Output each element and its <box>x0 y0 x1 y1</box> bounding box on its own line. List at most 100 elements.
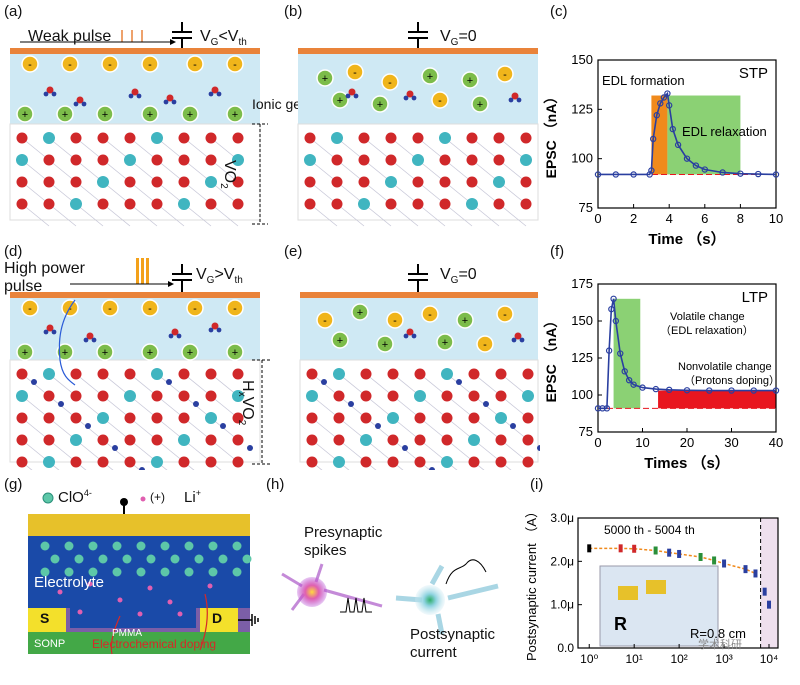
oxygen-atom <box>97 198 109 210</box>
ion-sign: - <box>28 59 32 71</box>
oxygen-atom <box>304 198 316 210</box>
hx-text: H <box>239 380 256 392</box>
oxygen-atom <box>306 412 318 424</box>
vanadium-atom <box>205 176 217 188</box>
ion-sign: + <box>427 71 433 83</box>
anion-icon <box>21 299 39 317</box>
y-tick-label: 1.0μ <box>550 598 574 612</box>
vanadium-atom <box>178 434 190 446</box>
gate-terminal-icon <box>120 498 128 506</box>
lattice-bond <box>210 395 239 419</box>
clo4-ion <box>136 567 146 577</box>
water-h <box>128 93 134 99</box>
lattice-bond <box>417 203 446 227</box>
water-h <box>511 337 517 343</box>
panel-letter-d: (d) <box>4 243 23 260</box>
vanadium-atom <box>493 176 505 188</box>
gate-electrode <box>10 48 260 54</box>
lattice-bond <box>48 395 77 419</box>
clo4-ion <box>74 554 84 564</box>
lattice-bond <box>338 439 367 463</box>
water-h <box>168 333 174 339</box>
oxygen-atom <box>43 176 55 188</box>
lattice-bond <box>21 203 50 227</box>
panel-b: +--++-++-+ (b) VG=0 <box>280 0 540 230</box>
anion-icon <box>381 73 399 91</box>
oxygen-atom <box>178 390 190 402</box>
pre-line2: spikes <box>304 542 347 559</box>
cation-icon <box>351 303 369 321</box>
oxygen-atom <box>205 368 217 380</box>
oxygen-atom <box>151 176 163 188</box>
oxygen-atom <box>124 456 136 468</box>
oxygen-atom <box>205 434 217 446</box>
device-photo-inset <box>599 565 719 647</box>
cation-icon <box>331 331 349 349</box>
oxygen-atom <box>414 412 426 424</box>
oxygen-atom <box>358 176 370 188</box>
drain-label: D <box>212 610 223 626</box>
vanadium-atom <box>360 434 372 446</box>
data-point <box>612 171 620 178</box>
vanadium-atom <box>16 154 28 166</box>
data-point <box>665 102 673 109</box>
gate-sub: G <box>206 275 215 287</box>
clo4-ion <box>184 541 194 551</box>
anion-icon <box>346 63 364 81</box>
edl-formation-label: EDL formation <box>602 73 685 88</box>
lattice-bond <box>75 417 104 441</box>
vanadium-atom <box>232 154 244 166</box>
cation-icon <box>16 343 34 361</box>
oxygen-atom <box>358 154 370 166</box>
oxygen-atom <box>16 456 28 468</box>
water-h <box>176 333 182 339</box>
clo4-ion <box>64 541 74 551</box>
lattice-bond <box>365 417 394 441</box>
data-point <box>683 155 691 162</box>
x-tick-label: 0 <box>594 211 601 226</box>
gate-sub: G <box>450 275 459 287</box>
oxygen-atom <box>151 434 163 446</box>
vanadium-atom <box>70 198 82 210</box>
oxygen-atom <box>178 132 190 144</box>
oxygen-atom <box>232 198 244 210</box>
data-point <box>722 559 727 568</box>
oxygen-atom <box>468 368 480 380</box>
gate-electrode <box>10 292 260 298</box>
oxygen-atom <box>360 412 372 424</box>
data-point <box>649 135 657 143</box>
data-point <box>665 386 673 394</box>
proton-dot <box>112 445 118 451</box>
gate-symbol-icon <box>408 264 428 292</box>
data-point <box>630 171 637 178</box>
clo4-ion <box>88 567 98 577</box>
x-axis-label: Time （s） <box>648 230 725 248</box>
lattice-bond <box>102 395 131 419</box>
ion-sign: + <box>377 99 383 111</box>
edl-relaxation-label: EDL relaxation <box>682 124 767 139</box>
vo2-text: VO <box>221 160 238 184</box>
vanadium-atom <box>466 198 478 210</box>
oxygen-atom <box>70 132 82 144</box>
lattice-bond <box>336 203 365 227</box>
volatile-label: Volatile change <box>670 311 745 323</box>
oxygen-atom <box>466 154 478 166</box>
oxygen-atom <box>468 390 480 402</box>
oxygen-atom <box>151 412 163 424</box>
oxygen-atom <box>387 456 399 468</box>
data-point <box>706 387 713 394</box>
data-point <box>767 600 772 609</box>
pre-line1: Presynaptic <box>304 524 383 541</box>
water-h <box>216 327 222 333</box>
data-point <box>605 347 613 354</box>
postsynaptic-label: Postsynaptic current <box>410 626 495 662</box>
oxygen-atom <box>468 412 480 424</box>
oxygen-atom <box>124 132 136 144</box>
data-point <box>664 90 671 97</box>
x-tick-label: 10⁰ <box>580 652 598 666</box>
ion-sign: - <box>193 303 197 315</box>
clo4-ion <box>40 541 50 551</box>
vanadium-atom <box>441 456 453 468</box>
